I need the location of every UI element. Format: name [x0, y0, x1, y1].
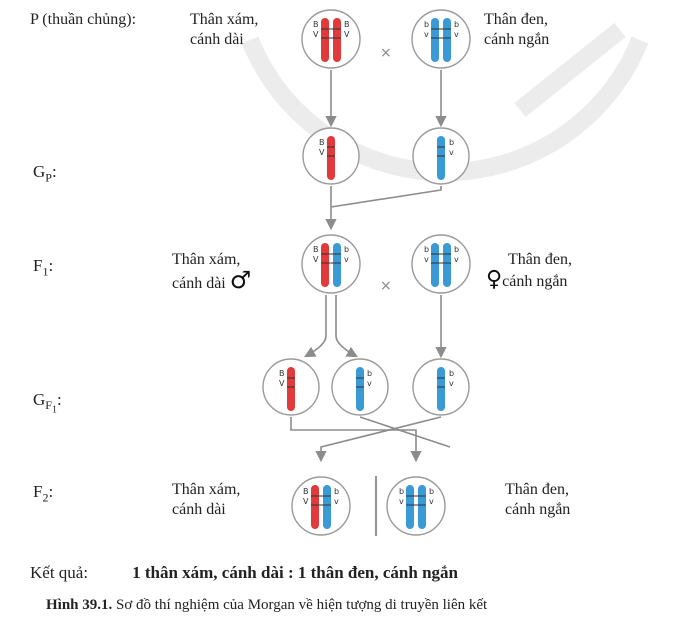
- allele-label: v: [429, 497, 434, 506]
- allele-label: v: [367, 379, 372, 388]
- allele-label: B: [319, 138, 325, 147]
- male-symbol-icon: ♂: [230, 266, 252, 294]
- gf1-label: GF1:: [33, 390, 62, 421]
- f2-black-circle: [387, 477, 445, 535]
- allele-label: v: [449, 148, 454, 157]
- gp-gray-chromosome: [327, 136, 335, 180]
- cross-symbol-p: ×: [380, 45, 392, 61]
- allele-label: V: [344, 30, 350, 39]
- allele-label: b: [449, 369, 454, 378]
- allele-label: V: [313, 30, 319, 39]
- allele-label: v: [344, 255, 349, 264]
- allele-label: B: [313, 20, 319, 29]
- allele-label: b: [344, 245, 349, 254]
- allele-label: v: [454, 255, 459, 264]
- allele-label: b: [424, 20, 429, 29]
- caption-text: Sơ đồ thí nghiệm của Morgan về hiện tượn…: [112, 597, 487, 613]
- result-value: 1 thân xám, cánh dài : 1 thân đen, cánh …: [132, 563, 458, 582]
- gf1-gamete-female-chromosome: [437, 367, 445, 411]
- p-gray-phenotype: Thân xám, cánh dài: [190, 10, 258, 50]
- p-black-circle: [412, 10, 470, 68]
- allele-label: b: [367, 369, 372, 378]
- figure-caption: Hình 39.1. Sơ đồ thí nghiệm của Morgan v…: [46, 595, 487, 615]
- f2-label: F2:: [33, 482, 53, 507]
- allele-label: B: [344, 20, 350, 29]
- p-black-phenotype: Thân đen, cánh ngắn: [484, 10, 549, 50]
- allele-label: V: [303, 497, 309, 506]
- parent-generation-label: P (thuần chủng):: [30, 10, 136, 30]
- allele-label: B: [303, 487, 309, 496]
- gp-black-chromosome: [437, 136, 445, 180]
- allele-label: b: [454, 20, 459, 29]
- f2-gray-circle: [292, 477, 350, 535]
- allele-label: v: [334, 497, 339, 506]
- female-symbol-icon: ♀: [486, 267, 502, 292]
- allele-label: B: [313, 245, 319, 254]
- allele-label: V: [313, 255, 319, 264]
- allele-label: b: [454, 245, 459, 254]
- f1-female-circle: [412, 235, 470, 293]
- p-gray-circle: [302, 10, 360, 68]
- allele-label: b: [399, 487, 404, 496]
- allele-label: V: [319, 148, 325, 157]
- allele-label: b: [429, 487, 434, 496]
- result-label: Kết quả:: [30, 563, 88, 582]
- allele-label: v: [424, 30, 429, 39]
- f1-label: F1:: [33, 256, 53, 281]
- allele-label: v: [424, 255, 429, 264]
- gf1-gamete-bv-chromosome: [287, 367, 295, 411]
- allele-label: b: [449, 138, 454, 147]
- f2-black-phenotype: Thân đen, cánh ngắn: [505, 480, 570, 520]
- allele-label: v: [399, 497, 404, 506]
- gf1-gamete-b2-chromosome: [356, 367, 364, 411]
- allele-label: v: [449, 379, 454, 388]
- f1-male-circle: [302, 235, 360, 293]
- f1-female-phenotype: Thân đen, ♀cánh ngắn: [486, 250, 572, 292]
- result-line: Kết quả: 1 thân xám, cánh dài : 1 thân đe…: [30, 562, 458, 584]
- allele-label: B: [279, 369, 285, 378]
- allele-label: v: [454, 30, 459, 39]
- allele-label: b: [334, 487, 339, 496]
- allele-label: V: [279, 379, 285, 388]
- gp-label: GP:: [33, 162, 57, 187]
- f1-male-phenotype: Thân xám, cánh dài ♂: [172, 250, 251, 294]
- f2-gray-phenotype: Thân xám, cánh dài: [172, 480, 240, 520]
- caption-lead: Hình 39.1.: [46, 597, 112, 613]
- cross-symbol-f1: ×: [380, 278, 392, 294]
- allele-label: b: [424, 245, 429, 254]
